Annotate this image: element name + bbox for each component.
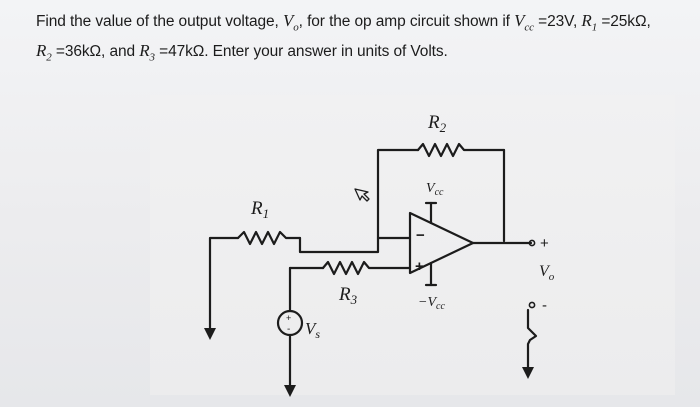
- r1-resistor: [236, 230, 302, 246]
- ground-arrow-source: [284, 385, 296, 397]
- output-minus-sign: -: [542, 297, 547, 314]
- vo-minus-wire: [526, 308, 538, 370]
- r1-value: =25kΩ,: [597, 13, 651, 30]
- question-intro: Find the value of the output voltage,: [36, 13, 283, 30]
- inverting-input-sign: −: [416, 227, 425, 244]
- r1-symbol: R1: [581, 11, 598, 34]
- r3-resistor: [321, 260, 412, 276]
- r2-symbol: R2: [36, 41, 52, 64]
- feedback-left-wire: [376, 148, 420, 240]
- vcc-label: Vcc: [426, 181, 444, 198]
- vo-label: Vo: [539, 263, 555, 283]
- output-terminal-plus: [528, 239, 536, 247]
- op-amp-triangle: [408, 211, 475, 275]
- r1-left-wire: [208, 236, 240, 332]
- r1-label: R1: [250, 198, 269, 221]
- ground-arrow-output: [522, 367, 534, 379]
- vs-label: Vs: [305, 319, 320, 341]
- output-terminal-minus: [528, 301, 536, 309]
- noninverting-input-sign: +: [415, 258, 424, 275]
- source-minus-sign: -: [287, 324, 290, 335]
- r3-value: =47kΩ. Enter your answer in units of Vol…: [154, 43, 448, 61]
- mouse-pointer-icon: [354, 188, 370, 202]
- source-plus-sign: +: [286, 313, 291, 323]
- question-mid: , for the op amp circuit shown if: [298, 13, 515, 30]
- r1-to-minus-wire: [298, 236, 412, 254]
- vcc-value: =23V,: [533, 13, 582, 30]
- vcc-symbol: Vcc: [514, 11, 534, 34]
- r2-label: R2: [427, 112, 447, 135]
- neg-vcc-label: −Vcc: [418, 295, 445, 312]
- r3-symbol: R3: [139, 41, 155, 64]
- ground-arrow-left: [204, 328, 216, 340]
- output-plus-sign: +: [540, 235, 549, 252]
- r2-resistor: [416, 142, 506, 158]
- r2-value: =36kΩ, and: [51, 43, 140, 61]
- r3-label: R3: [338, 284, 358, 307]
- circuit-panel: [150, 95, 675, 395]
- question-text: Find the value of the output voltage, Vo…: [36, 9, 676, 70]
- vo-symbol: Vo: [282, 11, 299, 34]
